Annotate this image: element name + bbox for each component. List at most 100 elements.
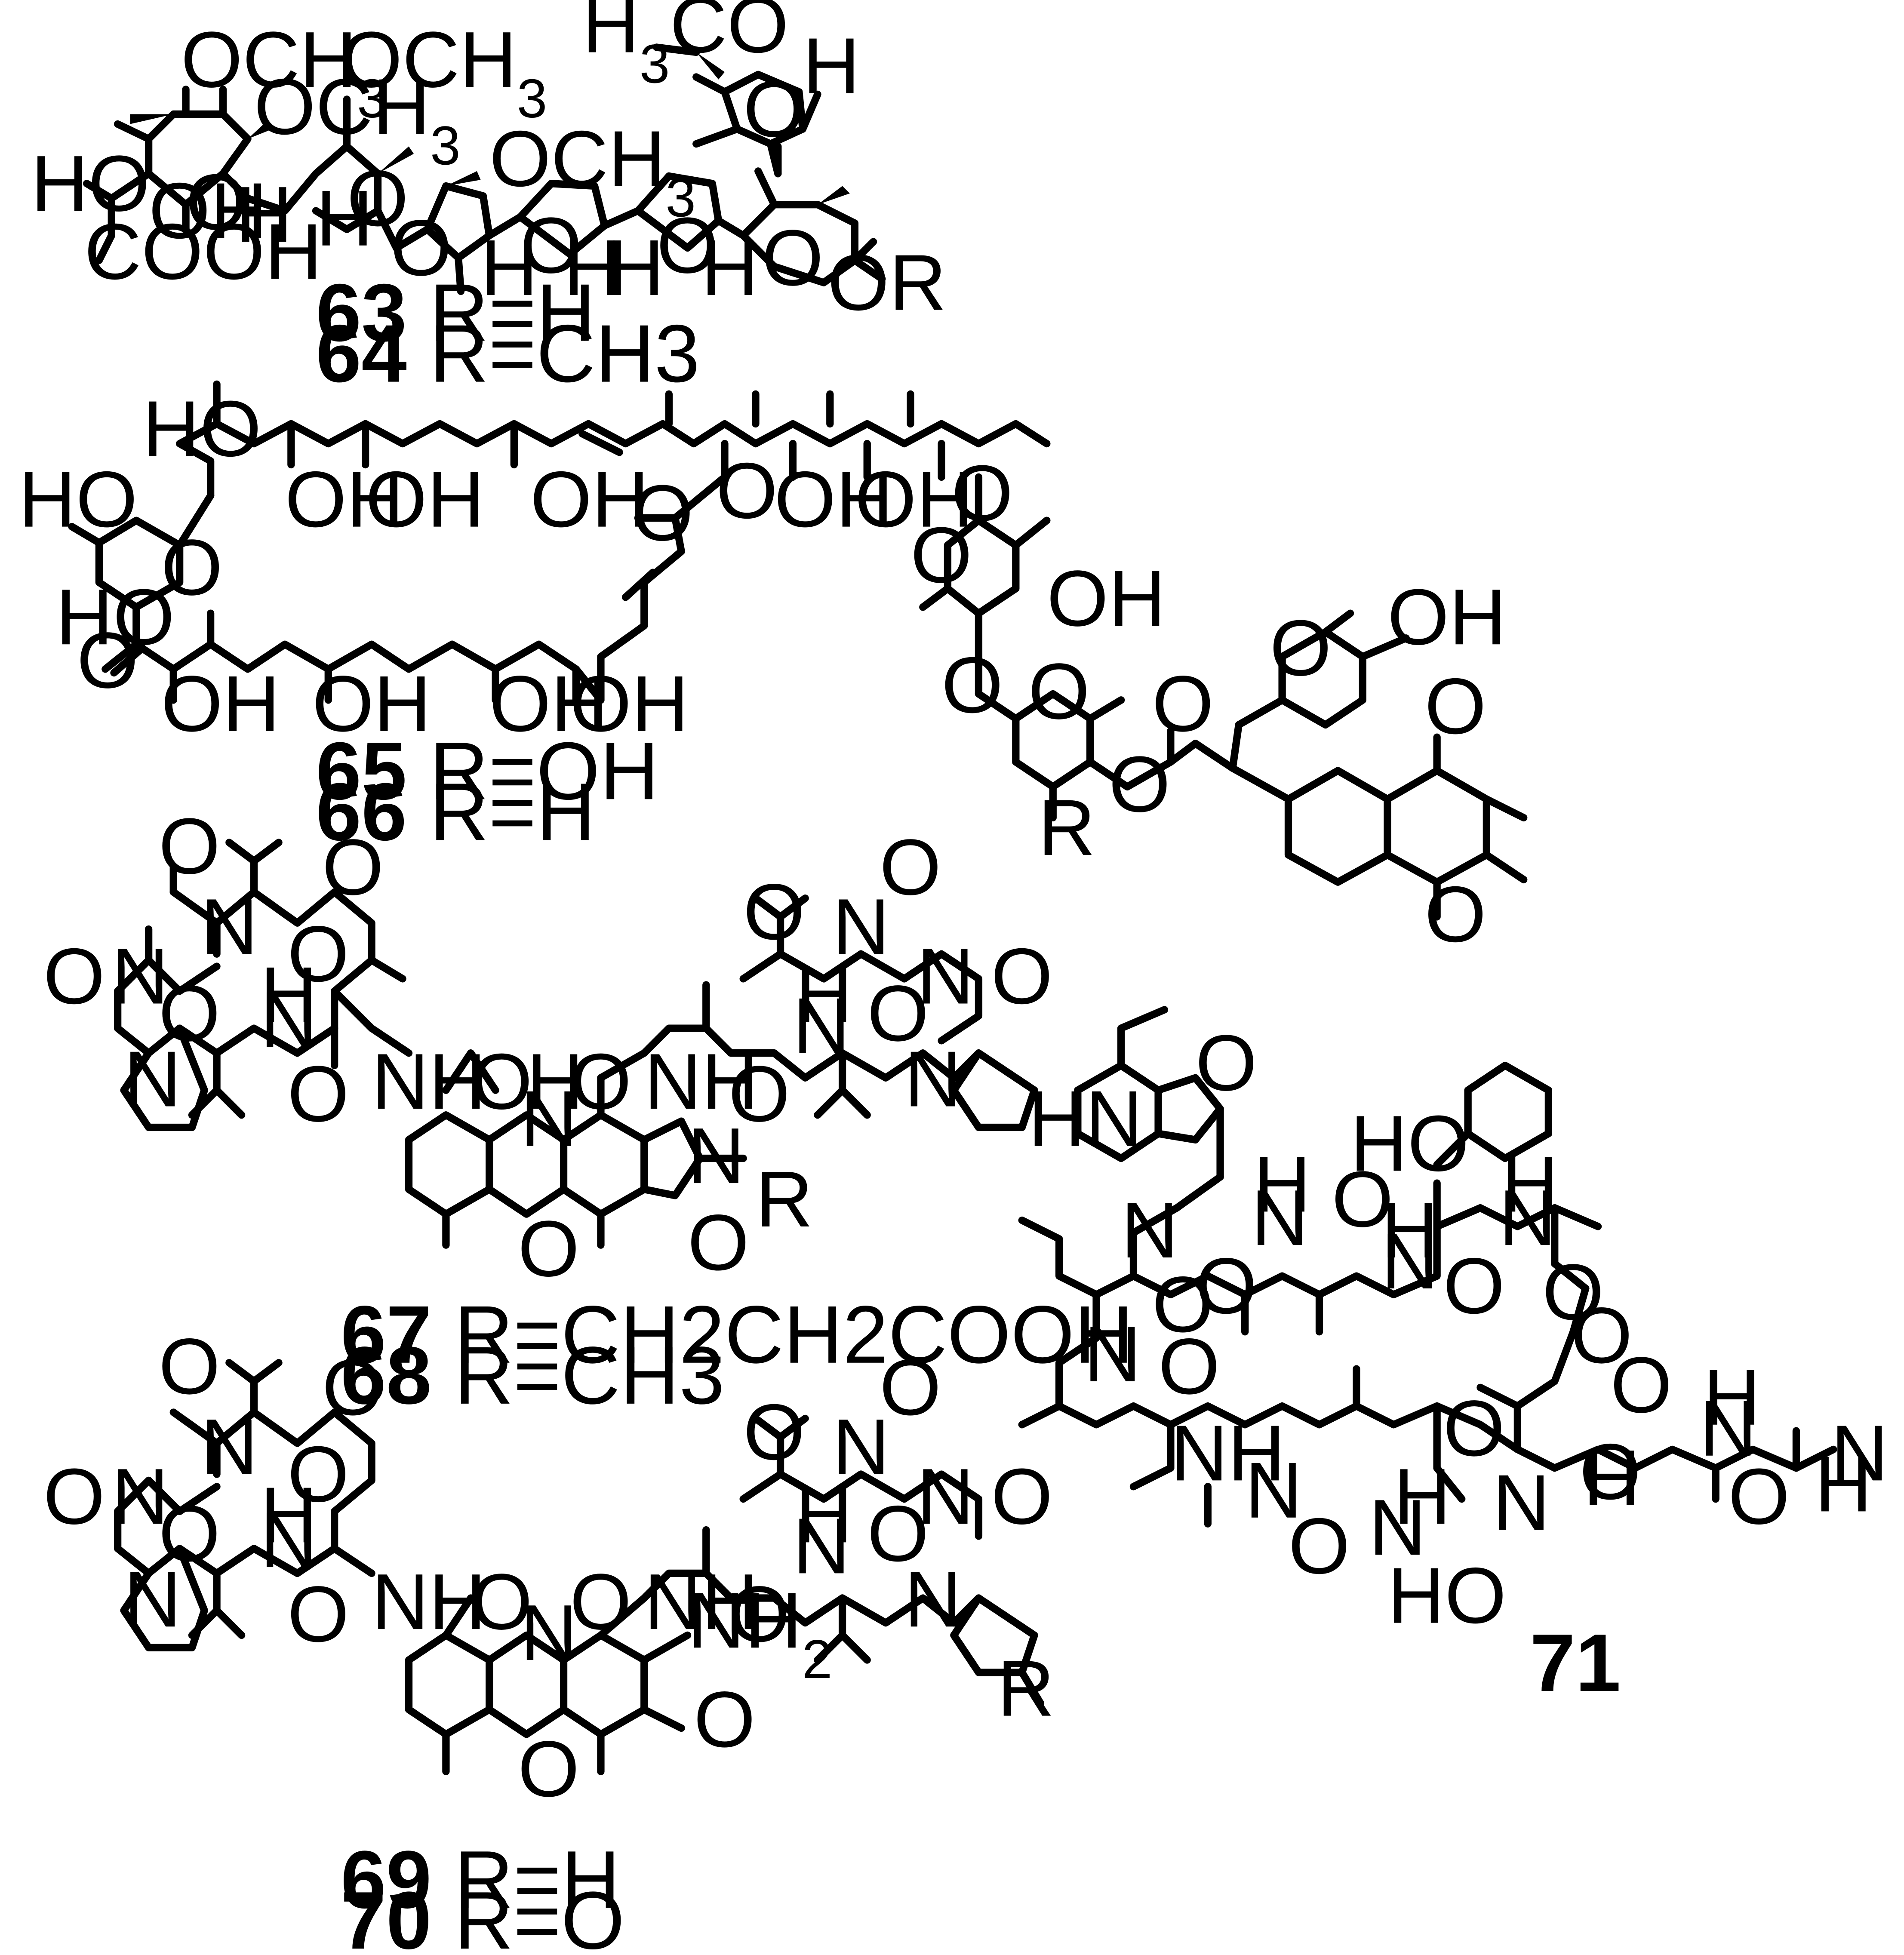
label-h-e2: H [1381,1186,1439,1275]
compound-65-66-captions: 65 R=OH 66 R=H [316,725,659,858]
compound-63-64-structure [83,43,886,295]
label-o-b2: O [743,868,805,956]
label-h-core: H [526,1037,584,1126]
label-h-4: H [564,224,621,312]
label-h-d1: H [795,1471,852,1559]
label-n-b3: N [793,982,850,1070]
label-h-b1: H [795,951,852,1039]
label-nh-b1: NH [644,1037,759,1126]
label-h-1: H [235,170,292,259]
label-n-c4: N [124,1555,181,1644]
label-n-e7: N [1700,1384,1757,1473]
label-o-sugar3: O [1270,604,1331,692]
label-o-quinone1: O [1424,662,1486,751]
label-oh-8: OH [489,660,609,748]
label-o-oxazole: O [688,1199,749,1287]
compound-67-68-structure [114,839,1038,1249]
label-nh-c1: NH [372,1558,486,1646]
label-n-e2: N [1251,1174,1308,1262]
label-o-a5: O [287,910,349,999]
label-n-c2: N [111,1452,169,1541]
label-ho-1: HO [142,384,261,473]
label-o-d4: O [991,1452,1052,1541]
label-o-b5: O [867,969,929,1058]
label-o-ester-co: O [632,469,693,557]
label-n-b2: N [917,932,974,1021]
label-n-d3: N [793,1502,850,1590]
label-o-core2: O [518,1725,579,1814]
compound-69-70-structure [114,1359,1045,1775]
label-h-c1: H [260,1471,317,1559]
label-h-5: H [607,224,664,312]
label-cooh: COOH [84,208,322,296]
label-o-e7: O [1158,1322,1220,1411]
label-o-b1: O [570,1037,631,1126]
label-nh-d1: NH [644,1558,759,1646]
label-ho-2: HO [18,455,138,544]
compound-69-70-captions: 69 R=H 70 R=O [341,1834,624,1955]
compound-67-68-atom-labels: O O N O N O O N N H O NH O H N O NH N R … [43,802,1053,1293]
label-hn-indole: HN [1028,1075,1143,1163]
label-oh: OH [149,166,268,255]
label-oh-2: OH [366,455,485,544]
label-oh-7: OH [312,660,431,748]
label-ho-3: HO [56,573,175,661]
compound-63-64-captions: 63 R=H 64 R=CH3 [316,267,700,400]
caption-70: 70 R=O [341,1875,624,1955]
label-o-quinone2: O [1424,870,1486,959]
label-r-oxazole: R [756,1155,813,1244]
compound-69-70-atom-labels: O O N O N O O N N H O NH O N O NH2 O O O… [43,1322,1055,1814]
label-h-e7: H [1815,1440,1872,1528]
label-h-sugar: H [803,22,860,110]
label-o-methoxy: O [1195,1019,1257,1107]
label-o-c4: O [159,1490,220,1578]
label-o-c7: O [471,1558,532,1646]
label-n-oxazole: N [688,1112,745,1200]
label-o-furan1: O [520,201,582,290]
label-n-a2: N [111,932,169,1021]
label-n-e9: N [1369,1483,1426,1572]
label-n-a3: N [260,975,317,1064]
label-oh-1: OH [285,455,404,544]
label-o-ring3: O [390,204,452,292]
caption-71: 71 [1530,1617,1621,1709]
caption-69: 69 R=H [341,1834,620,1925]
label-n-core2: N [520,1589,578,1677]
compound-65-66-atom-labels: HO OH OH OH HO OH O O O OH O HO O OH OH … [18,384,1506,959]
caption-65: 65 R=OH [316,725,659,817]
compound-63-64-atom-labels: H3CO OCH3 OCH3 OCH3 OCH3 HO OH O COOH H … [31,0,947,327]
label-o-d1: O [570,1558,631,1646]
label-h3co: H3CO [582,0,789,94]
label-o-b4: O [991,932,1052,1021]
label-o-ring1: O [186,158,247,246]
label-o-furan2: O [657,201,718,290]
label-o-a7: O [471,1037,532,1126]
label-h-e6: H [1583,1434,1640,1522]
label-n-b4: N [904,1035,962,1124]
label-nh-a1: NH [372,1037,486,1126]
label-oh-3: OH [530,455,649,544]
label-o-sugar2: O [1028,647,1090,736]
label-h-e4: H [1703,1353,1760,1442]
label-oh-9: OH [570,660,689,748]
label-n-e4: N [1499,1174,1556,1262]
label-ho: HO [31,139,150,228]
label-o-e4: O [1542,1248,1604,1337]
label-o-ester: O [716,446,778,535]
caption-67: 67 R=CH2CH2COOH [341,1289,1133,1380]
label-n-e8: N [1493,1459,1550,1547]
caption-63: 63 R=H [316,267,595,359]
label-n-e1: N [1121,1186,1178,1275]
label-o-c5: O [287,1430,349,1519]
compound-67-68-captions: 67 R=CH2CH2COOH 68 R=CH3 [341,1289,1133,1421]
label-or: OR [827,239,946,327]
label-o-c2: O [322,1343,384,1432]
label-h-6: H [701,224,758,312]
label-oh-5: OH [855,455,974,544]
compound-71-structure [1018,1006,1837,1528]
label-o-c3: O [43,1452,105,1541]
label-n-a1: N [201,882,258,971]
label-o-a4: O [159,969,220,1058]
label-h-e3: H [1501,1140,1559,1229]
